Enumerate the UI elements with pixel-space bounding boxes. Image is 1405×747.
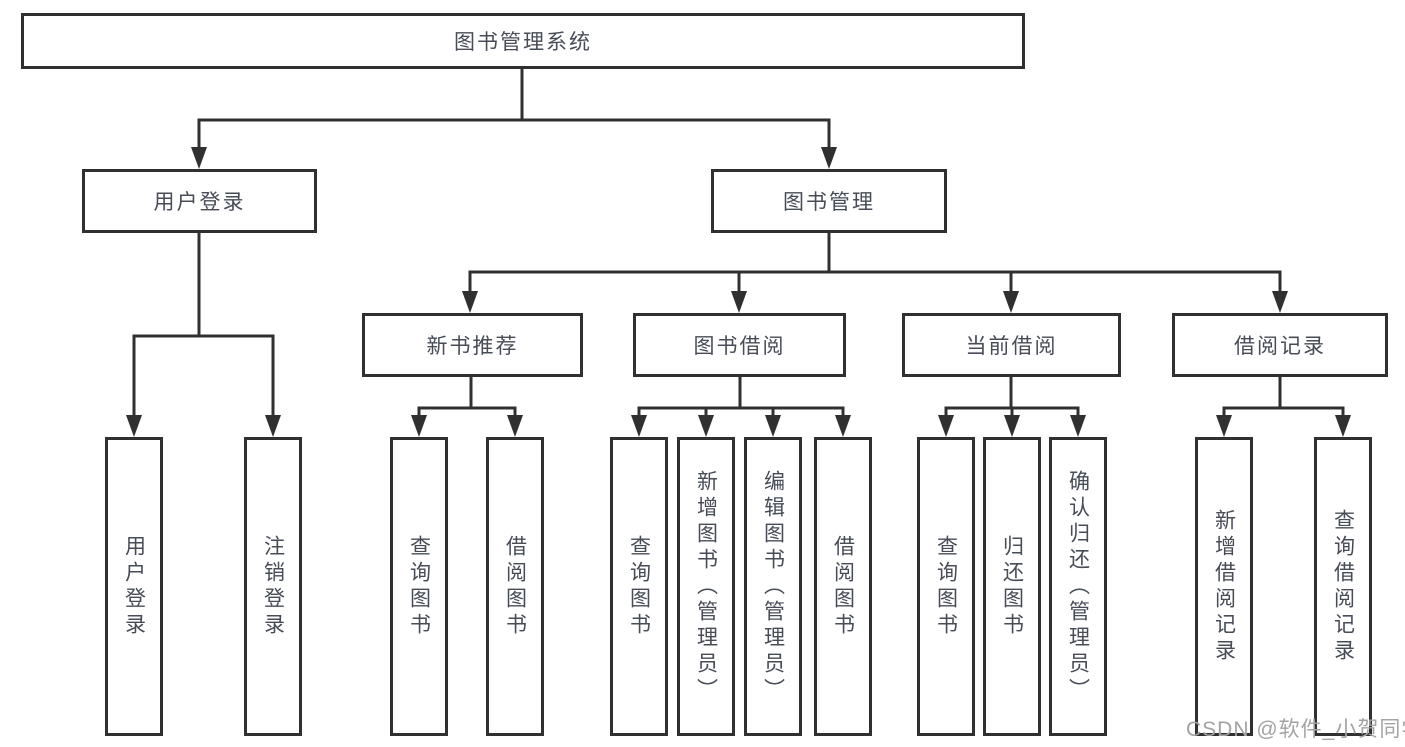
leaf-query-borrow-record: 查询借阅记录	[1314, 437, 1372, 736]
node-borrowing-records: 借阅记录	[1172, 313, 1388, 377]
node-new-book-recommendation: 新书推荐	[362, 313, 583, 377]
connector-paths	[132, 67, 1345, 419]
leaf-borrow-books-recommend: 借阅图书	[486, 437, 544, 736]
leaf-confirm-return-admin: 确认归还（管理员）	[1049, 437, 1107, 736]
leaf-add-book-admin: 新增图书（管理员）	[677, 437, 735, 736]
node-library-system: 图书管理系统	[21, 13, 1025, 69]
leaf-borrow-books: 借阅图书	[814, 437, 872, 736]
leaf-query-books-recommend: 查询图书	[390, 437, 448, 736]
leaf-user-login: 用户登录	[105, 437, 163, 736]
node-book-management: 图书管理	[711, 169, 947, 233]
node-user-login: 用户登录	[82, 169, 317, 233]
leaf-logout-login: 注销登录	[244, 437, 302, 736]
node-book-borrowing: 图书借阅	[633, 313, 846, 377]
watermark: CSDN @软件_小贺同学	[1186, 718, 1405, 741]
leaf-edit-book-admin: 编辑图书（管理员）	[744, 437, 802, 736]
leaf-query-books-current: 查询图书	[917, 437, 975, 736]
leaf-return-books: 归还图书	[983, 437, 1041, 736]
arrow-down-icons	[126, 147, 1351, 437]
leaf-query-books-borrow: 查询图书	[610, 437, 668, 736]
leaf-add-borrow-record: 新增借阅记录	[1195, 437, 1253, 736]
node-current-borrowing: 当前借阅	[902, 313, 1121, 377]
